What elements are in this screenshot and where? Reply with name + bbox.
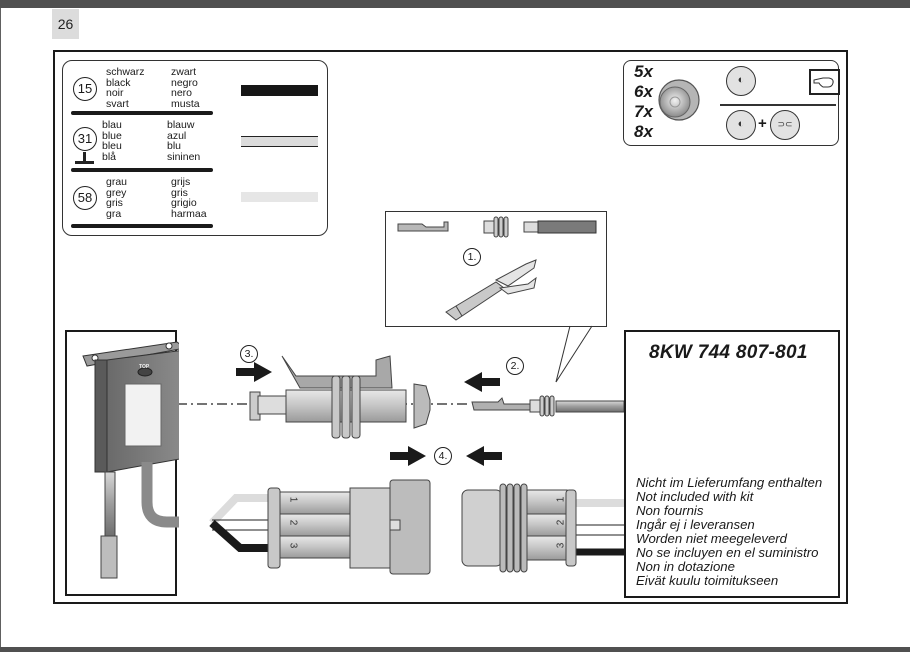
callout-pointer (555, 325, 593, 383)
low-beam-icon: ◐ (726, 110, 756, 140)
not-included-kit-box: 8KW 744 807-801 Nicht im Lieferumfang en… (624, 330, 840, 598)
pin-label: 2 (555, 519, 567, 526)
not-included-en: Not included with kit (636, 489, 754, 504)
viewer-top-bar (0, 0, 910, 8)
not-included-it: Non in dotazione (636, 559, 735, 574)
step-1-marker: 1. (463, 248, 481, 266)
front-fog-lamp-icon: ⊃⊂ (770, 110, 800, 140)
three-pin-connector-plug (267, 479, 431, 575)
arrow-left-icon (466, 446, 502, 466)
terminal-number: 15 (73, 77, 97, 101)
figure-frame (53, 50, 848, 604)
lamp-quantity: 5x (634, 62, 653, 81)
step-3-marker: 3. (240, 345, 258, 363)
pin-label: 1 (287, 496, 299, 503)
top-label: TOP (139, 364, 150, 370)
terminal-number: 58 (73, 186, 97, 210)
terminal-pin-icon (397, 221, 449, 232)
arrow-left-icon (464, 372, 500, 392)
harness-wires (209, 494, 624, 556)
not-included-fi: Eivät kuulu toimitukseen (636, 573, 779, 588)
lamp-divider (720, 104, 836, 106)
legend-divider (71, 111, 213, 115)
step-2-marker: 2. (506, 357, 524, 375)
wire-stripped-icon (523, 220, 597, 234)
crimped-pin-with-wire (471, 395, 625, 417)
page-edge (0, 8, 1, 647)
lamp-quantity: 6x (634, 82, 653, 101)
terminal-number: 31 (73, 127, 97, 151)
not-included-sv: Ingår ej i leveransen (636, 517, 755, 532)
wire-swatch-black (241, 85, 318, 96)
single-pin-connector (249, 355, 431, 439)
step-4-marker: 4. (434, 447, 452, 465)
lamp-quantity-panel: 5x 6x 7x 8x ◐ ◐ + ⊃⊂ (623, 60, 840, 146)
ground-symbol-icon (83, 152, 86, 162)
control-unit-icon (82, 341, 179, 579)
low-beam-icon: ◐ (726, 66, 756, 96)
lamp-quantity: 8x (634, 122, 653, 141)
wire-swatch-blue (241, 136, 318, 147)
three-pin-connector-socket (461, 483, 577, 573)
legend-divider (71, 224, 213, 228)
ground-symbol-icon (75, 161, 94, 164)
not-included-de: Nicht im Lieferumfang enthalten (636, 475, 823, 490)
part-number: 8KW 744 807-801 (649, 342, 808, 363)
pin-label: 3 (555, 542, 567, 549)
pointing-hand-icon (809, 69, 840, 95)
not-included-es: No se incluyen en el suministro (636, 545, 819, 560)
not-included-nl: Worden niet meegeleverd (636, 531, 788, 546)
legend-divider (71, 168, 213, 172)
arrow-right-icon (236, 362, 272, 382)
not-included-fr: Non fournis (636, 503, 704, 518)
not-included-list: Nicht im Lieferumfang enthalten Not incl… (636, 476, 822, 588)
pin-label: 2 (287, 519, 299, 526)
viewer-bottom-bar (0, 647, 910, 652)
control-unit-panel: TOP (65, 330, 179, 596)
arrow-right-icon (390, 446, 426, 466)
pin-label: 1 (555, 496, 567, 503)
page-number: 26 (52, 9, 79, 39)
crimping-detail-callout: 1. (385, 211, 607, 327)
seal-icon (483, 216, 509, 238)
wire-swatch-grey (241, 192, 318, 202)
plus-sign: + (758, 115, 767, 132)
pin-label: 3 (287, 542, 299, 549)
lamp-unit-icon (658, 79, 700, 121)
lamp-quantity: 7x (634, 102, 653, 121)
crimping-pliers-icon (445, 259, 537, 321)
